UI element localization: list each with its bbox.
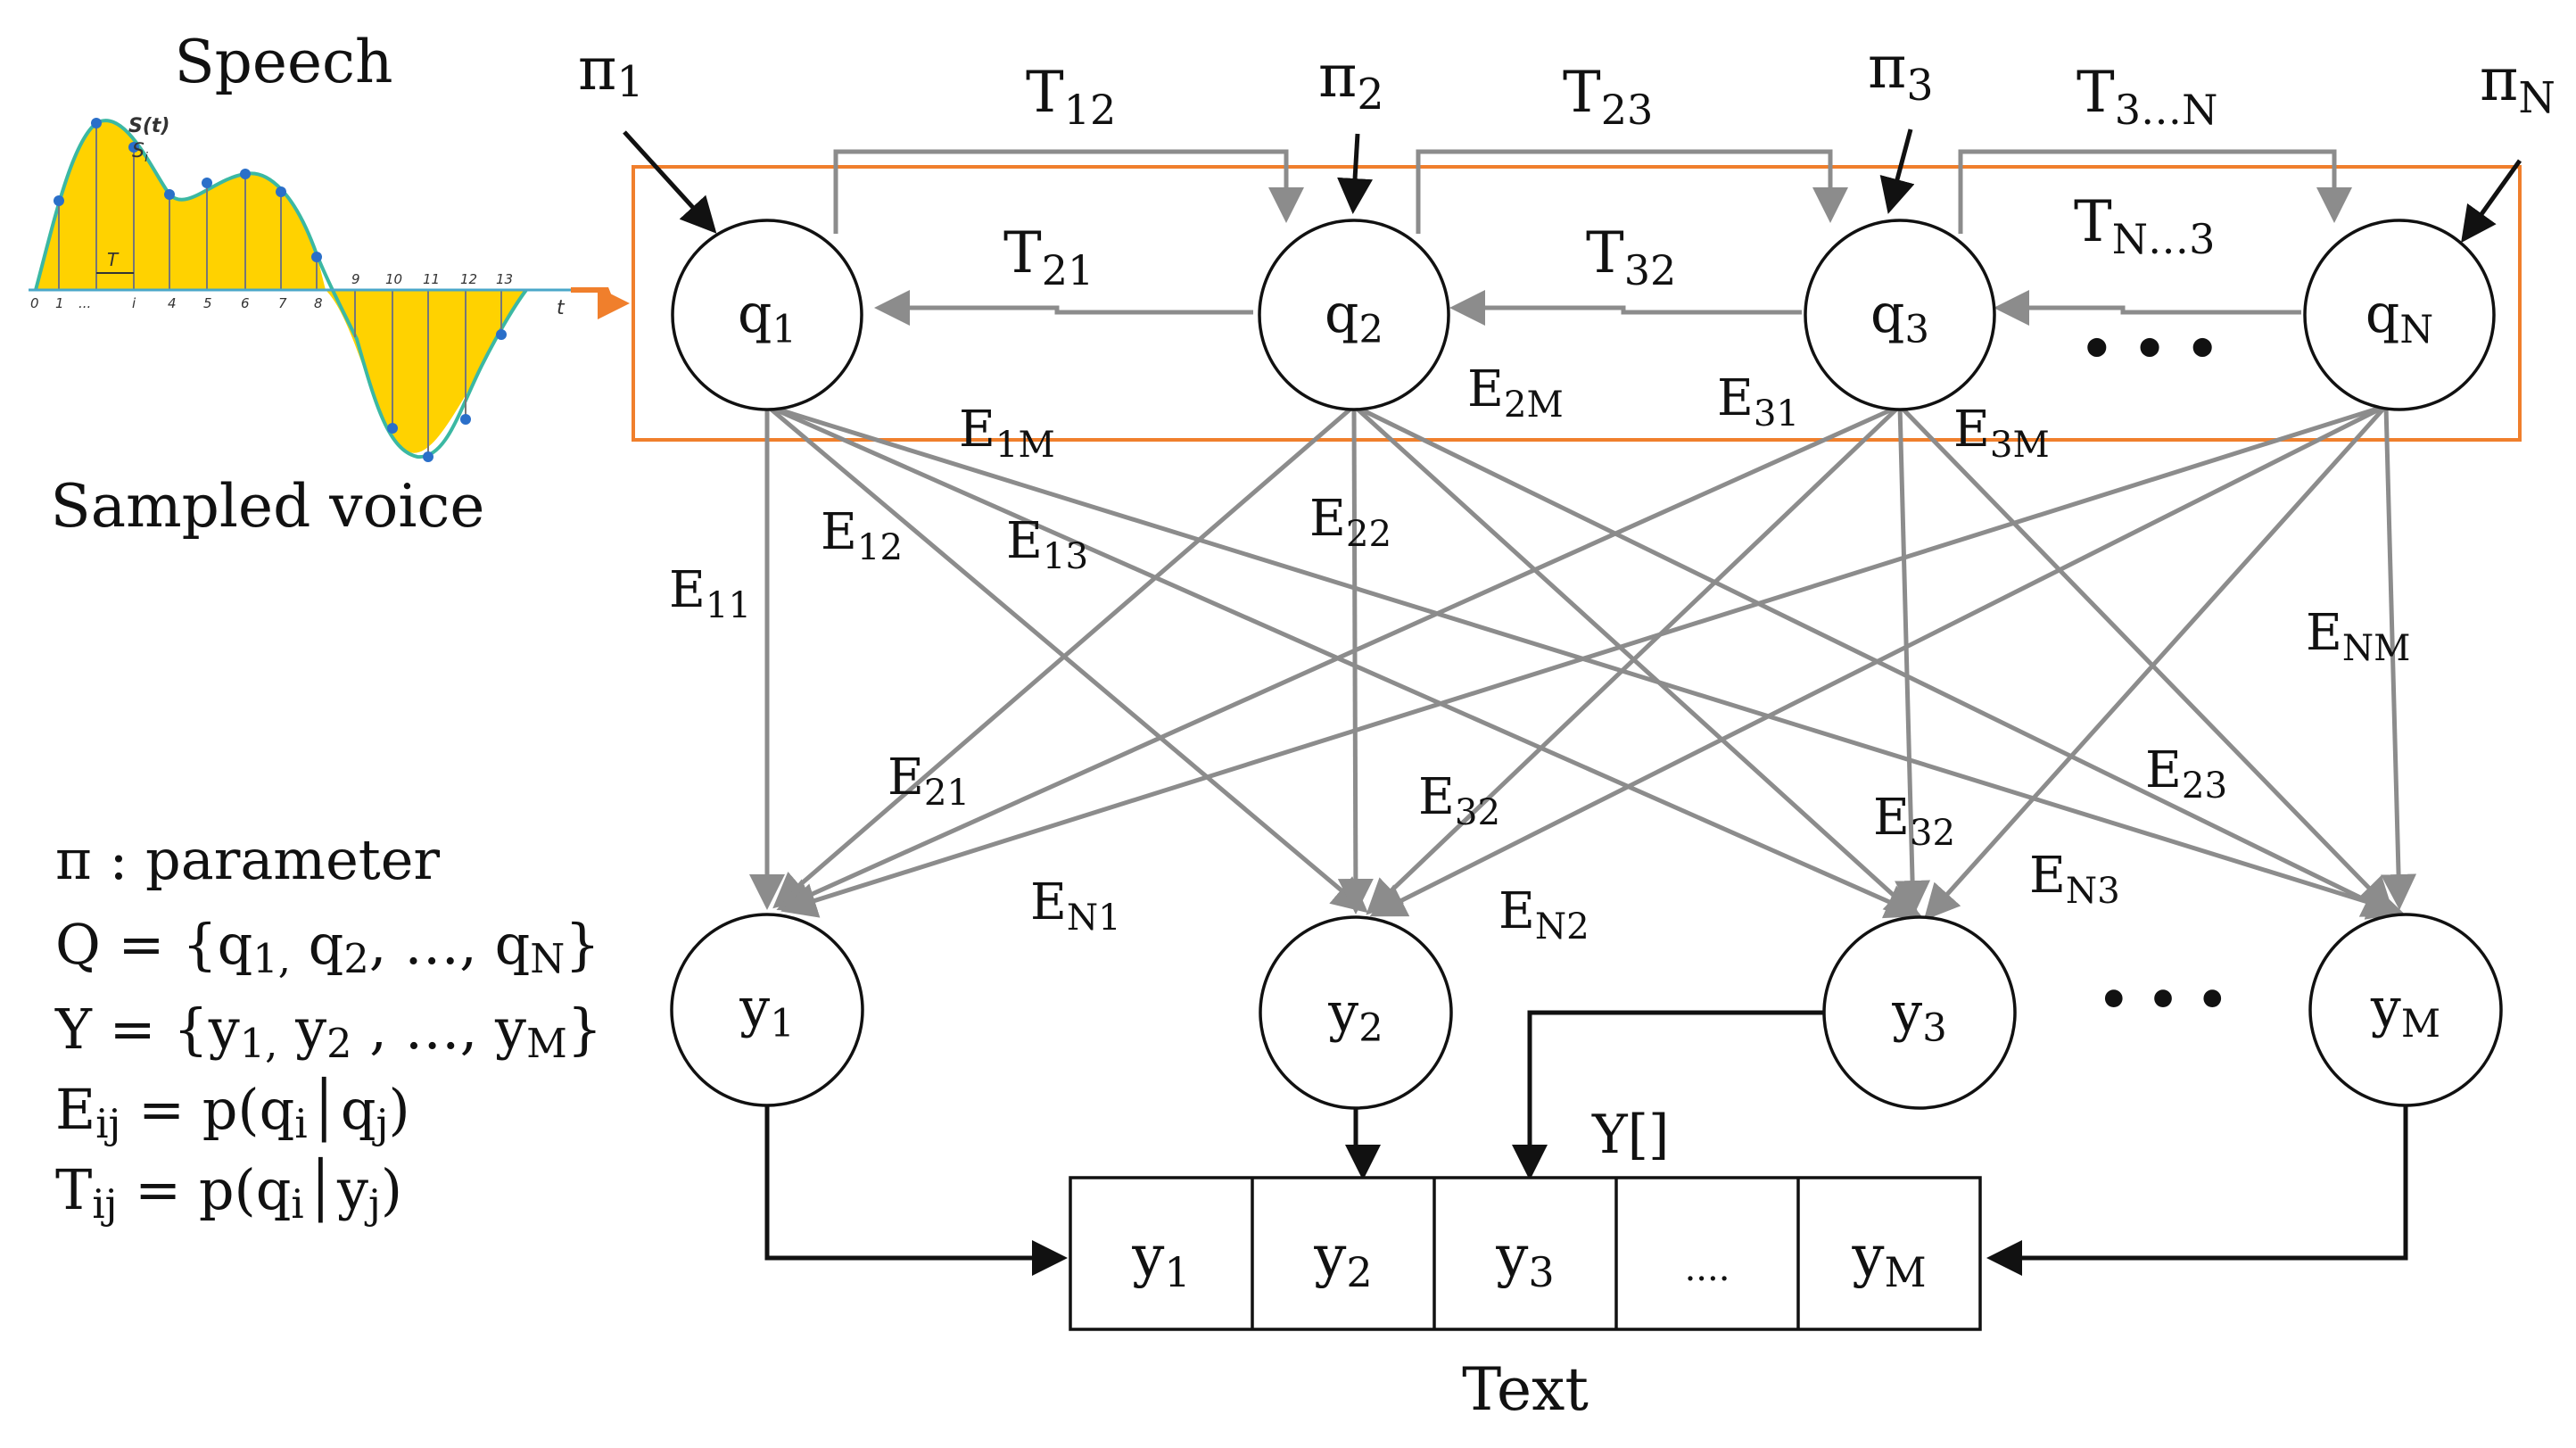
svg-text:9: 9 [351,271,360,287]
output-array-label: Y[] [1591,1104,1669,1166]
state-q2: q2 [1258,219,1450,411]
emission-edges [749,403,2417,921]
output-cell-1: y1 [1131,1224,1190,1296]
T32-label: T32 [1586,220,1676,294]
svg-text:q3: q3 [1870,283,1929,352]
output-cell-3: y3 [1495,1224,1554,1296]
svg-text:y3: y3 [1891,981,1946,1051]
pi1-label: π1 [578,35,644,107]
obs-y1: y1 [670,913,864,1107]
speech-to-states-arrow [571,287,630,319]
ENM-label: ENM [2306,604,2410,669]
svg-text:q2: q2 [1325,283,1383,352]
state-q3: q3 [1804,219,1996,411]
sample-dots [54,118,507,462]
speech-title: Speech [174,28,392,96]
E22-label: E22 [1309,490,1391,555]
svg-text:1: 1 [55,295,64,311]
waveform-fill-lower [326,290,526,453]
T3N-label: T3…N [2076,60,2217,134]
svg-text:4: 4 [168,295,177,311]
output-cell-2: y2 [1313,1224,1372,1296]
E3M-label: E3M [1953,401,2050,466]
waveform-line [34,119,528,459]
time-axis-label: t [557,297,566,319]
transition-labels: T12 T23 T3…N T21 T32 TN…3 [1003,60,2217,294]
sample-lines [58,123,502,457]
svg-text:y1: y1 [739,977,794,1047]
signal-label: S(t) [128,115,169,137]
EN3-label: EN3 [2029,847,2120,912]
svg-text:yM: yM [2370,977,2440,1047]
legend-line-1: π : parameter [55,827,440,892]
svg-text:12: 12 [460,271,477,287]
E1M-label: E1M [959,401,1055,466]
hidden-states-ellipsis: • • • [2080,319,2220,381]
parameter-labels: π1 π2 π3 πN [578,33,2555,123]
obs-y2: y2 [1259,915,1453,1110]
parameter-arrows [623,128,2522,244]
output-arrows [764,1010,2408,1276]
state-q1: q1 [671,219,863,411]
E2M-label: E2M [1467,360,1564,426]
emission-labels: E1M E2M E31 E3M E12 E13 E22 E11 ENM E21 … [669,360,2410,947]
legend-line-4: Eij = p(qi│qj) [55,1076,410,1147]
pi3-label: π3 [1868,33,1934,111]
E32b-label: E32 [1873,789,1955,854]
state-qN: qN [2303,219,2496,411]
obs-yM: yM [2308,913,2503,1107]
svg-text:8: 8 [314,295,323,311]
text-caption: Text [1462,1355,1589,1424]
E32a-label: E32 [1418,768,1500,833]
svg-text:q1: q1 [738,283,797,352]
hidden-state-box [632,165,2522,442]
output-cell-5: yM [1851,1224,1926,1296]
T12-label: T12 [1026,60,1116,134]
legend: π : parameter Q = {q1, q2, …, qN} Y = {y… [54,827,602,1228]
observations: y1 y2 y3 yM • • • [670,913,2503,1110]
svg-text:6: 6 [241,295,250,311]
E21-label: E21 [888,749,970,814]
svg-text:0: 0 [30,295,39,311]
svg-text:10: 10 [385,271,402,287]
legend-line-5: Tij = p(qi│yj) [55,1156,402,1228]
observations-ellipsis: • • • [2098,971,2228,1030]
EN1-label: EN1 [1030,873,1121,939]
TN3-label: TN…3 [2074,189,2215,263]
pi2-label: π2 [1318,42,1384,120]
svg-text:7: 7 [278,295,287,311]
sampled-voice-caption: Sampled voice [51,472,485,541]
legend-line-2: Q = {q1, q2, …, qN} [55,912,600,982]
forward-transitions [833,149,2352,234]
svg-text:...: ... [78,295,91,311]
speech-panel: Speech Sampled voice [29,28,630,541]
svg-text:qN: qN [2365,283,2433,352]
E13-label: E13 [1006,512,1088,577]
svg-text:11: 11 [423,271,440,287]
output-cell-4: .... [1685,1248,1730,1289]
E11-label: E11 [669,561,751,626]
svg-text:i: i [132,295,136,311]
svg-text:5: 5 [203,295,212,311]
output-array: y1 y2 y3 .... yM [1069,1176,1982,1331]
EN2-label: EN2 [1499,882,1589,947]
svg-text:y2: y2 [1327,981,1383,1051]
E23-label: E23 [2145,741,2227,807]
backward-transitions [874,290,2301,326]
svg-text:13: 13 [496,271,513,287]
period-label: T [107,249,120,270]
piN-label: πN [2480,46,2555,123]
sample-label: Si [132,140,148,165]
T21-label: T21 [1003,220,1094,294]
E12-label: E12 [821,503,903,568]
obs-y3: y3 [1822,915,2017,1110]
hidden-states: q1 q2 q3 qN • • • [671,219,2496,411]
time-tick-labels: 0 1 ... i 4 5 6 7 8 9 10 11 12 13 [30,271,513,311]
legend-line-3: Y = {y1, y2 , …, yM} [54,997,602,1067]
T23-label: T23 [1563,60,1653,134]
waveform-fill [36,120,326,290]
E31-label: E31 [1717,369,1799,434]
